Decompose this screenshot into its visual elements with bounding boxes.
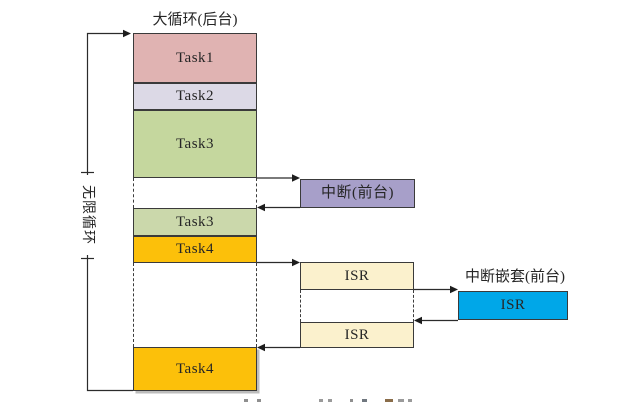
task2-box: Task2 [133, 83, 257, 110]
nested-interrupt-title: 中断嵌套(前台) [465, 269, 565, 285]
isr-interrupted-gap [300, 290, 414, 322]
clipped-caption-fragments [240, 398, 455, 405]
task3-second-box: Task3 [133, 208, 257, 236]
task4-first-label: Task4 [175, 241, 215, 257]
task1-label: Task1 [175, 49, 215, 66]
interrupt-foreground-box: 中断(前台) [300, 179, 415, 208]
task3-first-box: Task3 [133, 110, 257, 178]
nested-return-arrowhead [414, 316, 422, 325]
nested-isr-label: ISR [500, 297, 526, 313]
interrupted-gap-1 [133, 178, 257, 208]
infinite-loop-label: 无限循环 [78, 175, 96, 255]
isr-second-label: ISR [344, 326, 370, 343]
interrupt-foreground-label: 中断(前台) [321, 185, 394, 201]
isr-second-box: ISR [300, 322, 414, 348]
loop-arrowhead [123, 29, 131, 38]
interrupt-call-arrowhead [292, 174, 300, 182]
nested-call-arrowhead [450, 285, 458, 294]
isr-first-box: ISR [300, 262, 414, 290]
background-loop-title: 大循环(后台) [152, 12, 238, 28]
task2-label: Task2 [175, 88, 215, 104]
task3-second-label: Task3 [175, 213, 215, 230]
interrupted-gap-2 [133, 263, 257, 347]
task4-first-box: Task4 [133, 236, 257, 263]
isr-return-arrowhead [257, 343, 265, 352]
task4-bottom-label: Task4 [175, 360, 215, 377]
isr-first-label: ISR [344, 267, 370, 284]
task3-first-label: Task3 [175, 135, 215, 152]
interrupt-return-arrowhead [257, 203, 265, 212]
task1-box: Task1 [133, 33, 257, 83]
nested-isr-box: ISR [458, 291, 568, 320]
task4-bottom-box: Task4 [133, 347, 257, 391]
isr-call-arrowhead [292, 258, 300, 267]
